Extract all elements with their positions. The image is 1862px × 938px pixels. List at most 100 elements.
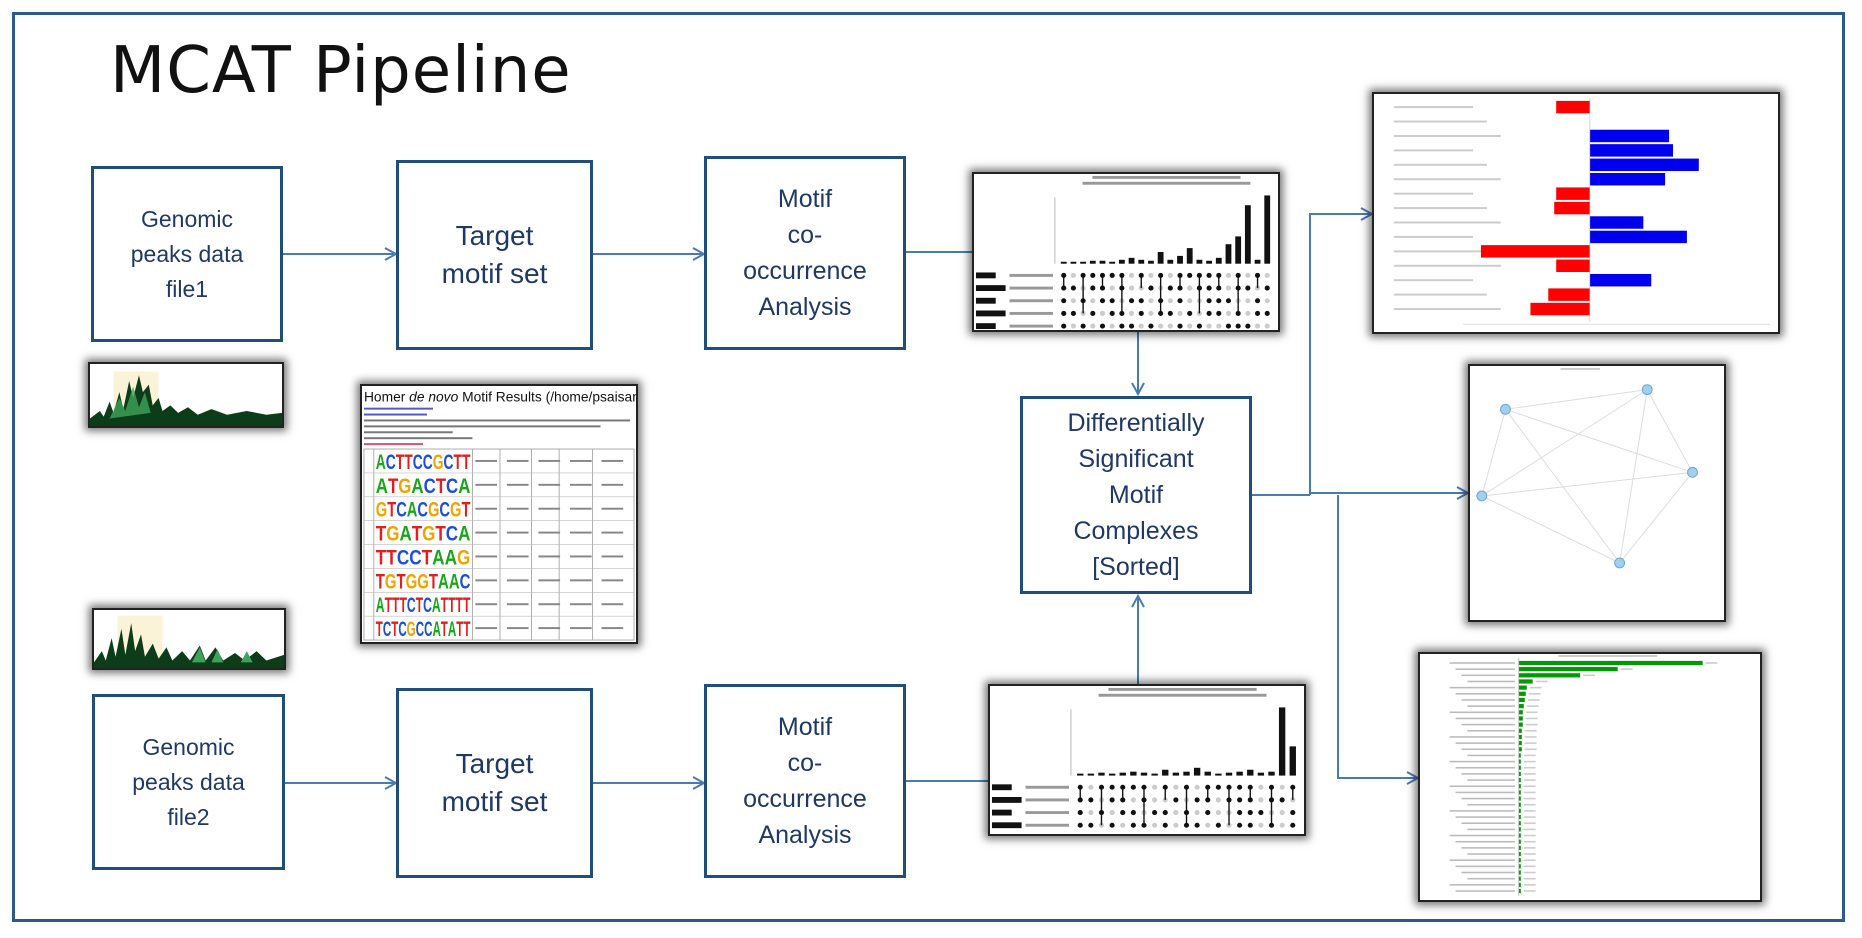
divbar-row-label xyxy=(1393,221,1501,224)
upset-bar xyxy=(1278,707,1286,776)
upset-dot xyxy=(1235,323,1241,329)
upset-set-label xyxy=(1025,811,1069,815)
upset-bar xyxy=(1235,236,1242,264)
hbar-bar xyxy=(1518,833,1521,838)
hbar-bar xyxy=(1518,716,1523,721)
genomic-peaks-file2-box: Genomic peaks data file2 xyxy=(92,694,285,870)
hbar-row-label xyxy=(1449,810,1515,812)
upset-dot xyxy=(1080,272,1086,278)
upset-set-bar xyxy=(991,822,1022,829)
divbar-row-label xyxy=(1393,293,1487,296)
motif-cooccurrence-1-label: Motif co- occurrence Analysis xyxy=(743,185,867,321)
upset-bar xyxy=(1099,260,1106,264)
page-title: MCAT Pipeline xyxy=(110,34,572,108)
upset-dot xyxy=(1167,323,1173,329)
upset-dot xyxy=(1138,323,1144,329)
upset-dot xyxy=(1158,323,1164,329)
hbar-bar xyxy=(1518,685,1527,690)
hbar-row-label xyxy=(1467,828,1515,831)
upset-dot xyxy=(1279,784,1285,790)
homer-motif-rows: ACTTCCGCTTATGACTCAGTCACGCGTTGATGTCATTCCT… xyxy=(363,449,635,641)
upset-dot xyxy=(1109,285,1115,291)
upset-dot xyxy=(1225,285,1232,291)
upset-bar xyxy=(1140,772,1148,776)
upset-bar xyxy=(1157,252,1164,264)
genomic-peaks-file2-label: Genomic peaks data file2 xyxy=(132,733,245,830)
upset-dot xyxy=(1225,298,1232,304)
svg-text:Homer de novo Motif Results (/: Homer de novo Motif Results (/home/psais… xyxy=(364,390,636,405)
upset-dot xyxy=(1245,285,1251,291)
hbar-bar xyxy=(1518,704,1524,709)
upset-dot xyxy=(1109,810,1115,816)
hbar-row-label xyxy=(1461,674,1515,677)
upset-dot xyxy=(1247,810,1253,816)
hbar-row-label xyxy=(1467,803,1515,806)
homer-cell-text xyxy=(538,603,561,606)
upset-dot xyxy=(1279,822,1285,828)
homer-cell-text xyxy=(569,483,592,486)
upset-dot xyxy=(1264,310,1270,316)
target-motif-set-2-box: Target motif set xyxy=(396,688,593,878)
upset-dot xyxy=(1216,298,1222,304)
upset-bar xyxy=(1206,260,1212,264)
homer-cell-text xyxy=(475,459,498,462)
hbar-bar xyxy=(1518,870,1521,875)
upset-dot xyxy=(1162,810,1168,816)
upset-dot xyxy=(1148,323,1154,329)
upset-dot xyxy=(1152,797,1158,803)
homer-motif-logo: ATTTCTCATTTT xyxy=(376,592,471,617)
upset-dot xyxy=(1099,323,1106,329)
hbar-row-label xyxy=(1455,717,1515,720)
upset-dot xyxy=(1215,822,1221,828)
upset-dot xyxy=(1061,310,1067,316)
divbar-row-label xyxy=(1393,163,1487,166)
upset-dot xyxy=(1237,797,1243,803)
divbar-row-label xyxy=(1393,178,1501,181)
upset-dot xyxy=(1247,822,1253,828)
upset-dot xyxy=(1215,784,1221,790)
upset-dot xyxy=(1264,285,1270,291)
upset-dot xyxy=(1187,310,1193,316)
homer-cell-text xyxy=(506,579,529,582)
homer-cell-text xyxy=(475,507,498,510)
upset-set-bar xyxy=(975,323,996,330)
upset-bar xyxy=(1236,771,1243,776)
hbar-value-label xyxy=(1525,723,1538,726)
upset-dot xyxy=(1120,784,1126,790)
network-node xyxy=(1500,403,1511,415)
hbar-row-label xyxy=(1449,834,1515,837)
homer-cell-text xyxy=(506,459,529,462)
hbar-row-label xyxy=(1449,884,1515,886)
hbar-value-label xyxy=(1525,711,1538,714)
homer-cell-text xyxy=(569,579,592,582)
upset-set-label xyxy=(1009,311,1053,315)
hbar-bar xyxy=(1518,747,1522,752)
homer-cell-text xyxy=(475,603,498,606)
hbar-value-label xyxy=(1524,742,1537,744)
divbar-bar xyxy=(1589,273,1652,287)
divbar-row-label xyxy=(1393,279,1474,282)
upset-bar xyxy=(1138,259,1145,264)
upset-dot xyxy=(1167,298,1173,304)
upset-dot xyxy=(1187,272,1193,278)
upset-bar xyxy=(1225,244,1232,264)
upset-dot xyxy=(1138,272,1144,278)
hbar-row-label xyxy=(1455,840,1515,843)
network-edge xyxy=(1619,472,1693,564)
hbar-bar xyxy=(1518,876,1521,881)
hbar-bar xyxy=(1518,673,1581,678)
upset-plot-thumbnail-2 xyxy=(988,684,1306,836)
upset-dot xyxy=(1290,784,1296,790)
divbar-bar xyxy=(1589,129,1670,143)
upset-dot xyxy=(1120,822,1126,828)
hbar-value-label xyxy=(1523,828,1536,831)
hbar-bar xyxy=(1518,784,1521,789)
upset-header-line xyxy=(1082,181,1251,185)
upset-dot xyxy=(1070,323,1076,329)
upset-dot xyxy=(1177,323,1183,329)
upset-dot xyxy=(1258,810,1264,816)
upset-dot xyxy=(1258,797,1264,803)
upset-dot xyxy=(1162,784,1168,790)
upset-dot xyxy=(1162,822,1168,828)
upset-dot xyxy=(1167,272,1173,278)
